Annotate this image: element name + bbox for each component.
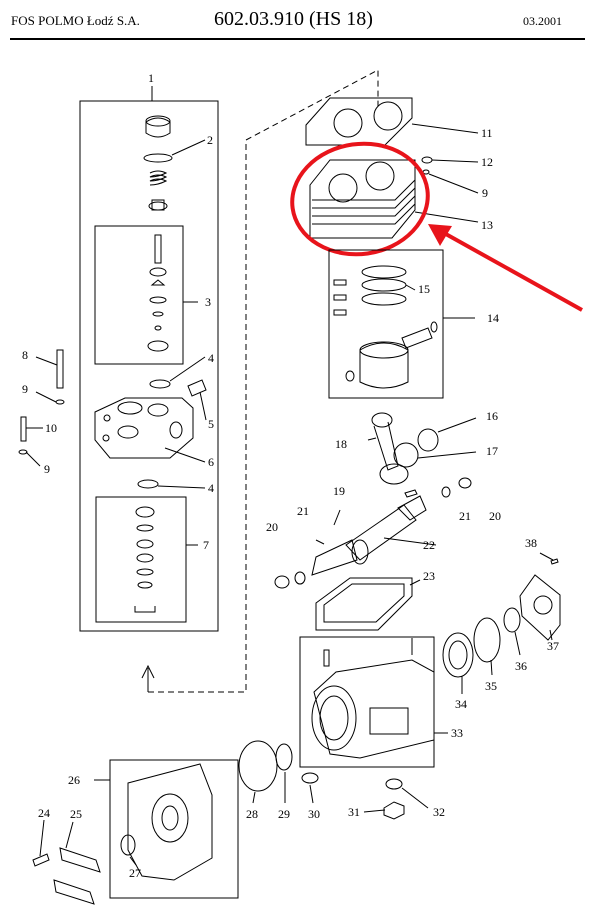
callout-33: 33	[451, 726, 463, 740]
highlight-circle	[290, 141, 430, 257]
callout-19: 19	[333, 484, 345, 498]
callout-5: 5	[208, 417, 214, 431]
callout-2: 2	[207, 133, 213, 147]
callout-labels: 1 2 3 4 5 6 4 7 8 9 10 9 11 12 9 13 14 1…	[22, 71, 559, 880]
gasket-11	[305, 97, 413, 146]
callout-22: 22	[423, 538, 435, 552]
callout-29: 29	[278, 807, 290, 821]
callout-9b: 9	[44, 462, 50, 476]
ring-16	[417, 428, 439, 452]
spring	[149, 170, 168, 186]
connecting-rod	[367, 412, 477, 485]
valve-cap	[145, 117, 171, 138]
callout-38: 38	[525, 536, 537, 550]
cylinder-13	[309, 159, 416, 239]
callout-32: 32	[433, 805, 445, 819]
callout-27: 27	[129, 866, 141, 880]
gasket-23	[315, 577, 413, 631]
callout-8: 8	[22, 348, 28, 362]
callout-10: 10	[45, 421, 57, 435]
callout-24: 24	[38, 806, 50, 820]
header-rule	[10, 38, 585, 40]
group-frame-33	[299, 636, 435, 768]
crankcase	[299, 636, 448, 768]
o-ring-2	[143, 153, 173, 163]
callout-9c: 9	[482, 186, 488, 200]
callout-16: 16	[486, 409, 498, 423]
callout-21: 21	[297, 504, 309, 518]
callout-28: 28	[246, 807, 258, 821]
callout-6: 6	[208, 455, 214, 469]
callout-37: 37	[547, 639, 559, 653]
callout-25: 25	[70, 807, 82, 821]
callout-9: 9	[22, 382, 28, 396]
callout-26: 26	[68, 773, 80, 787]
callout-36: 36	[515, 659, 527, 673]
callout-20b: 20	[489, 509, 501, 523]
callout-31: 31	[348, 805, 360, 819]
group-frame-14	[328, 249, 444, 399]
group-frame-3	[94, 225, 184, 365]
assembly-arrow	[141, 664, 155, 692]
piston	[359, 342, 409, 389]
callout-4b: 4	[208, 481, 214, 495]
crankshaft	[274, 477, 472, 589]
callout-17: 17	[486, 444, 498, 458]
callout-23: 23	[423, 569, 435, 583]
head-assembly	[18, 86, 219, 632]
document-date: 03.2001	[523, 14, 562, 28]
callout-15: 15	[418, 282, 430, 296]
callout-1: 1	[148, 71, 154, 85]
group-frame-7	[95, 496, 187, 623]
callout-18: 18	[335, 437, 347, 451]
highlight-arrow	[443, 231, 583, 312]
callout-7: 7	[203, 538, 209, 552]
company-name: FOS POLMO Łodź S.A.	[11, 13, 140, 28]
callout-12: 12	[481, 155, 493, 169]
callout-11: 11	[481, 126, 493, 140]
group-frame-26	[109, 759, 239, 899]
highlight-marker	[290, 141, 583, 312]
assembly-path	[148, 69, 379, 693]
callout-21b: 21	[459, 509, 471, 523]
callout-20: 20	[266, 520, 278, 534]
group-frame-1	[79, 100, 219, 632]
callout-30: 30	[308, 807, 320, 821]
page-header: FOS POLMO Łodź S.A. 602.03.910 (HS 18) 0…	[0, 0, 596, 36]
callout-3: 3	[205, 295, 211, 309]
piston-group	[328, 249, 475, 399]
part-code: 602.03.910 (HS 18)	[214, 8, 373, 30]
cylinder-block-group	[305, 97, 479, 239]
right-components	[442, 552, 561, 694]
o-ring-4	[149, 379, 171, 389]
callout-4: 4	[208, 351, 214, 365]
callout-34: 34	[455, 697, 467, 711]
callout-35: 35	[485, 679, 497, 693]
cylinder-head-body	[94, 397, 194, 459]
callout-13: 13	[481, 218, 493, 232]
callout-14: 14	[487, 311, 499, 325]
front-cover	[32, 740, 429, 905]
